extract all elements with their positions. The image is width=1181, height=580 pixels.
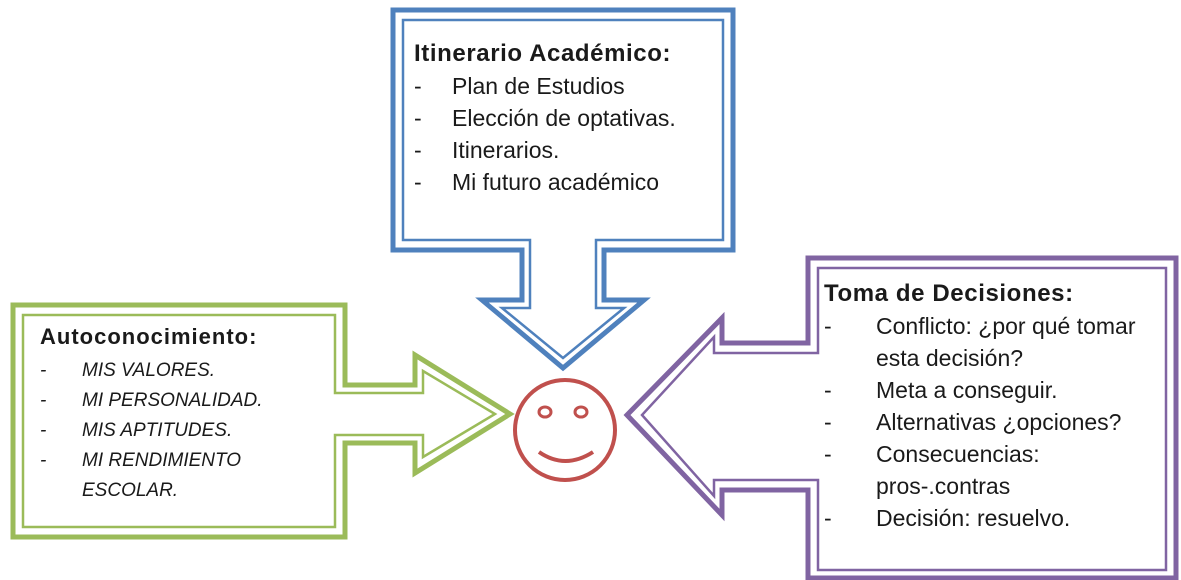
bullet-dash: - [414, 137, 422, 163]
list-item: - MI PERSONALIDAD. [40, 386, 340, 416]
bullet-dash: - [824, 313, 832, 339]
list-item: - Mi futuro académico [414, 166, 714, 198]
list-item-text: Alternativas ¿opciones? [876, 409, 1122, 435]
smiley-face-icon [513, 378, 617, 482]
left-arrow-inner [21, 313, 498, 529]
list-item-text: MIS APTITUDES. [82, 420, 233, 441]
bullet-dash: - [40, 450, 47, 471]
list-item: - Consecuencias: pros-.contras [824, 438, 1164, 502]
left-arrow-outer [10, 302, 515, 540]
list-item-text: Conflicto: ¿por qué tomar esta decisión? [876, 313, 1136, 371]
top-arrow-outer [390, 7, 736, 372]
list-item-text: Consecuencias: pros-.contras [876, 441, 1040, 499]
bullet-dash: - [40, 390, 47, 411]
bullet-dash: - [824, 441, 832, 467]
right-arrow-inner [640, 266, 1168, 572]
list-item: - Plan de Estudios [414, 70, 714, 102]
list-item: - Decisión: resuelvo. [824, 502, 1164, 534]
list-item: - Conflicto: ¿por qué tomar esta decisió… [824, 310, 1164, 374]
list-item-text: Mi futuro académico [452, 169, 660, 195]
right-arrow-outer [623, 255, 1179, 580]
bullet-dash: - [824, 409, 832, 435]
list-item-text: MI PERSONALIDAD. [82, 390, 263, 411]
list-item: - MI RENDIMIENTO ESCOLAR. [40, 446, 340, 506]
smiley-left-eye [537, 405, 553, 419]
list-item-text: Meta a conseguir. [876, 377, 1058, 403]
top-arrow-inner [401, 18, 725, 360]
toma-de-decisiones-panel: Toma de Decisiones: - Conflicto: ¿por qu… [824, 280, 1164, 534]
smiley-mouth [537, 450, 595, 463]
list-item: - Alternativas ¿opciones? [824, 406, 1164, 438]
bullet-dash: - [414, 169, 422, 195]
list-item-text: Decisión: resuelvo. [876, 505, 1071, 531]
list-item: - Elección de optativas. [414, 102, 714, 134]
panel-title: Itinerario Académico: [414, 40, 672, 67]
list-item-text: Itinerarios. [452, 137, 560, 163]
list-item-text: Plan de Estudios [452, 73, 625, 99]
bullet-dash: - [414, 73, 422, 99]
itinerario-academico-panel: Itinerario Académico: - Plan de Estudios… [414, 40, 714, 198]
bullet-dash: - [40, 420, 47, 441]
list-item: - MIS VALORES. [40, 356, 340, 386]
right-arrow-callout [623, 255, 1179, 580]
bullet-dash: - [824, 377, 832, 403]
bullet-dash: - [414, 105, 422, 131]
top-arrow-callout [390, 7, 736, 372]
list-item-text: MI RENDIMIENTO ESCOLAR. [82, 450, 242, 501]
smiley-right-eye [573, 405, 589, 419]
panel-title: Toma de Decisiones: [824, 280, 1074, 307]
left-arrow-callout [10, 302, 515, 540]
list-item-text: MIS VALORES. [82, 360, 216, 381]
list-item: - MIS APTITUDES. [40, 416, 340, 446]
bullet-dash: - [824, 505, 832, 531]
panel-title: Autoconocimiento: [40, 324, 258, 349]
list-item-text: Elección de optativas. [452, 105, 676, 131]
smiley-head [513, 378, 617, 482]
bullet-dash: - [40, 360, 47, 381]
list-item: - Meta a conseguir. [824, 374, 1164, 406]
list-item: - Itinerarios. [414, 134, 714, 166]
autoconocimiento-panel: Autoconocimiento: - MIS VALORES. - MI PE… [40, 324, 340, 506]
